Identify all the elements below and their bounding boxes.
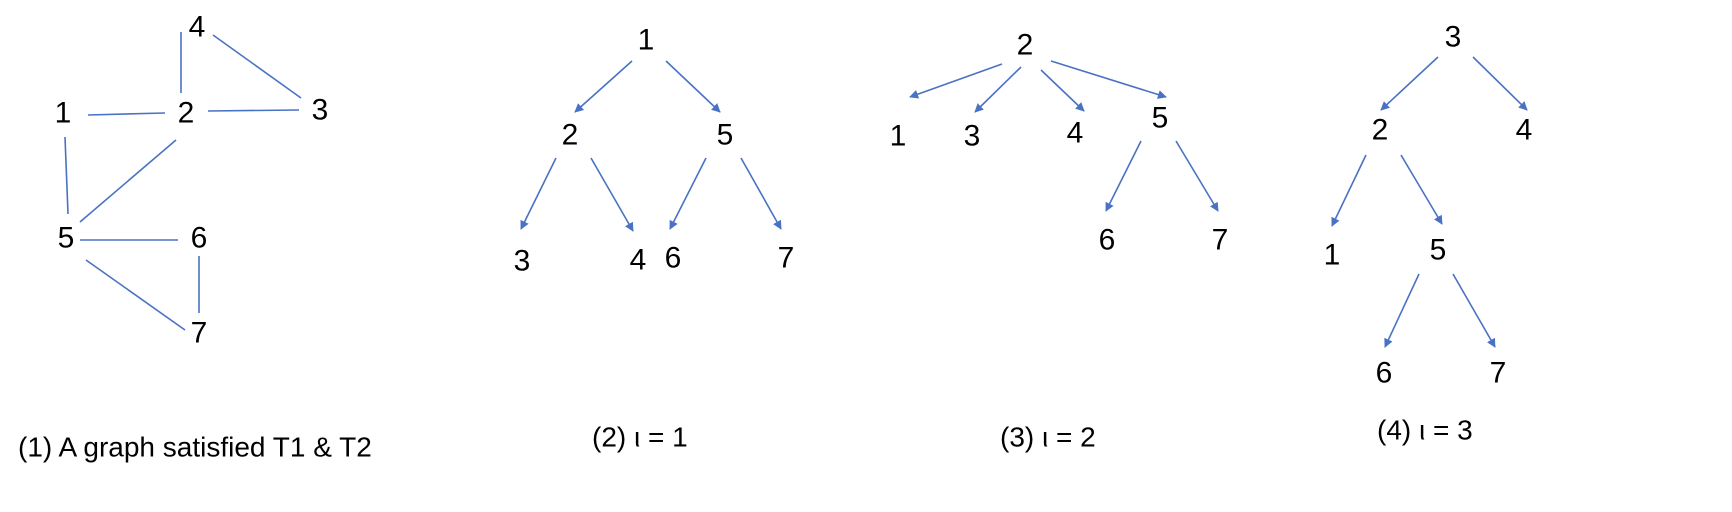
- node-label-2: 2: [1017, 29, 1034, 62]
- node-label-5: 5: [1152, 102, 1169, 135]
- edge-2-5: [79, 139, 177, 223]
- edge-5-7: [85, 259, 186, 331]
- node-label-2: 2: [1372, 114, 1389, 147]
- edge-2-3: [207, 109, 300, 112]
- edge-2-3: [974, 66, 1022, 113]
- node-label-7: 7: [191, 317, 208, 350]
- node-label-6: 6: [191, 222, 208, 255]
- panel-3: [909, 60, 1219, 212]
- edge-5-7: [1175, 140, 1219, 212]
- edge-2-1: [1331, 154, 1367, 227]
- edge-5-6: [669, 157, 707, 230]
- node-label-6: 6: [665, 242, 682, 275]
- edge-2-1: [909, 63, 1003, 99]
- caption-panel-4: (4) ι = 3: [1377, 415, 1473, 446]
- node-label-3: 3: [964, 120, 981, 153]
- edge-5-6: [1384, 273, 1420, 348]
- node-label-7: 7: [1212, 224, 1229, 257]
- caption-panel-3: (3) ι = 2: [1000, 422, 1096, 453]
- edge-4-3: [212, 34, 302, 99]
- caption-panel-2: (2) ι = 1: [592, 422, 688, 453]
- node-label-5: 5: [717, 119, 734, 152]
- edges-layer: [64, 32, 1528, 348]
- edge-5-6: [1105, 140, 1142, 212]
- panel-4: [1331, 56, 1528, 348]
- edge-2-4: [1040, 69, 1085, 112]
- node-label-7: 7: [1490, 357, 1507, 390]
- node-label-1: 1: [890, 120, 907, 153]
- node-label-7: 7: [778, 242, 795, 275]
- edge-3-4: [1472, 56, 1528, 111]
- edge-1-5: [665, 60, 721, 113]
- node-label-1: 1: [55, 97, 72, 130]
- edge-2-4: [590, 157, 634, 232]
- edge-2-3: [520, 157, 557, 230]
- caption-panel-1: (1) A graph satisfied T1 & T2: [18, 432, 372, 463]
- node-label-4: 4: [630, 244, 647, 277]
- edge-5-7: [740, 157, 782, 230]
- node-label-1: 1: [1324, 239, 1341, 272]
- node-label-4: 4: [1067, 117, 1084, 150]
- node-label-2: 2: [562, 119, 579, 152]
- captions-layer: (1) A graph satisfied T1 & T2 (2) ι = 1 (3…: [18, 415, 1473, 463]
- edge-3-2: [1380, 56, 1439, 111]
- node-label-6: 6: [1376, 357, 1393, 390]
- edge-1-5: [64, 136, 69, 215]
- node-label-3: 3: [312, 94, 329, 127]
- node-label-6: 6: [1099, 224, 1116, 257]
- edge-2-5: [1400, 154, 1443, 225]
- node-label-5: 5: [58, 222, 75, 255]
- node-label-3: 3: [514, 245, 531, 278]
- node-label-3: 3: [1445, 21, 1462, 54]
- node-label-5: 5: [1430, 234, 1447, 267]
- node-label-4: 4: [189, 11, 206, 44]
- edge-1-2: [574, 60, 633, 113]
- node-label-2: 2: [178, 97, 195, 130]
- node-label-1: 1: [638, 24, 655, 57]
- edge-1-2: [87, 112, 166, 116]
- node-label-4: 4: [1516, 114, 1533, 147]
- panel-1: [64, 32, 302, 331]
- edge-5-7: [1452, 273, 1496, 348]
- panel-2: [520, 60, 782, 232]
- edge-2-5: [1050, 60, 1167, 99]
